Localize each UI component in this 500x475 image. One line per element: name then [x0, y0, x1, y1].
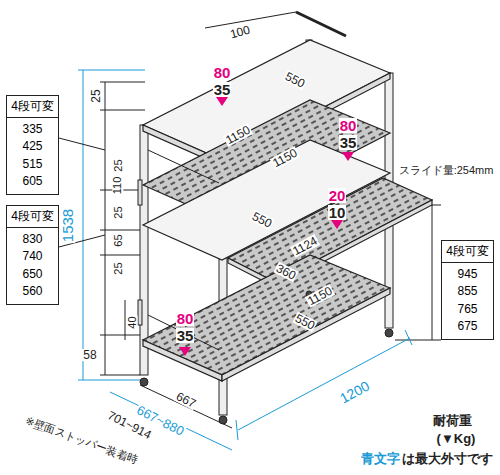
- load-value: 35: [176, 328, 195, 343]
- dimension: 25: [113, 158, 124, 172]
- legend-title: 耐荷重: [432, 414, 473, 427]
- note: スライド量:254mm: [398, 165, 495, 176]
- variable-height-box: 4段可変830 740 650 560: [6, 205, 59, 305]
- dimension: 58: [82, 349, 97, 361]
- load-value: 35: [339, 135, 358, 150]
- load-value: 20: [328, 188, 347, 203]
- height-values: 830 740 650 560: [15, 228, 51, 304]
- box-heading: 4段可変: [442, 241, 493, 263]
- note: 青文字: [360, 452, 401, 465]
- note: は最大外寸です: [401, 452, 494, 465]
- dimension: 25: [113, 205, 124, 219]
- load-value: 10: [328, 205, 347, 220]
- load-value: 80: [213, 65, 232, 80]
- dimension: 667: [173, 390, 198, 411]
- overall-dimension: 1538: [61, 207, 76, 242]
- load-value: 80: [176, 311, 195, 326]
- legend-note: (▼Kg): [436, 432, 477, 445]
- load-value: 80: [339, 118, 358, 133]
- dimension: 100: [228, 23, 252, 40]
- variable-height-box: 4段可変335 425 515 605: [6, 95, 59, 195]
- dimension: 65: [113, 233, 124, 247]
- height-values: 335 425 515 605: [15, 118, 51, 194]
- dimension: 110: [112, 175, 123, 195]
- height-values: 945 855 765 675: [450, 263, 486, 339]
- box-heading: 4段可変: [7, 206, 58, 228]
- overall-dimension: 1200: [337, 378, 373, 406]
- dimension: 40: [127, 315, 138, 329]
- box-heading: 4段可変: [7, 96, 58, 118]
- load-value: 35: [213, 82, 232, 97]
- variable-height-box: 4段可変945 855 765 675: [441, 240, 494, 340]
- dimension: 25: [113, 261, 124, 275]
- dimension: 25: [90, 88, 102, 103]
